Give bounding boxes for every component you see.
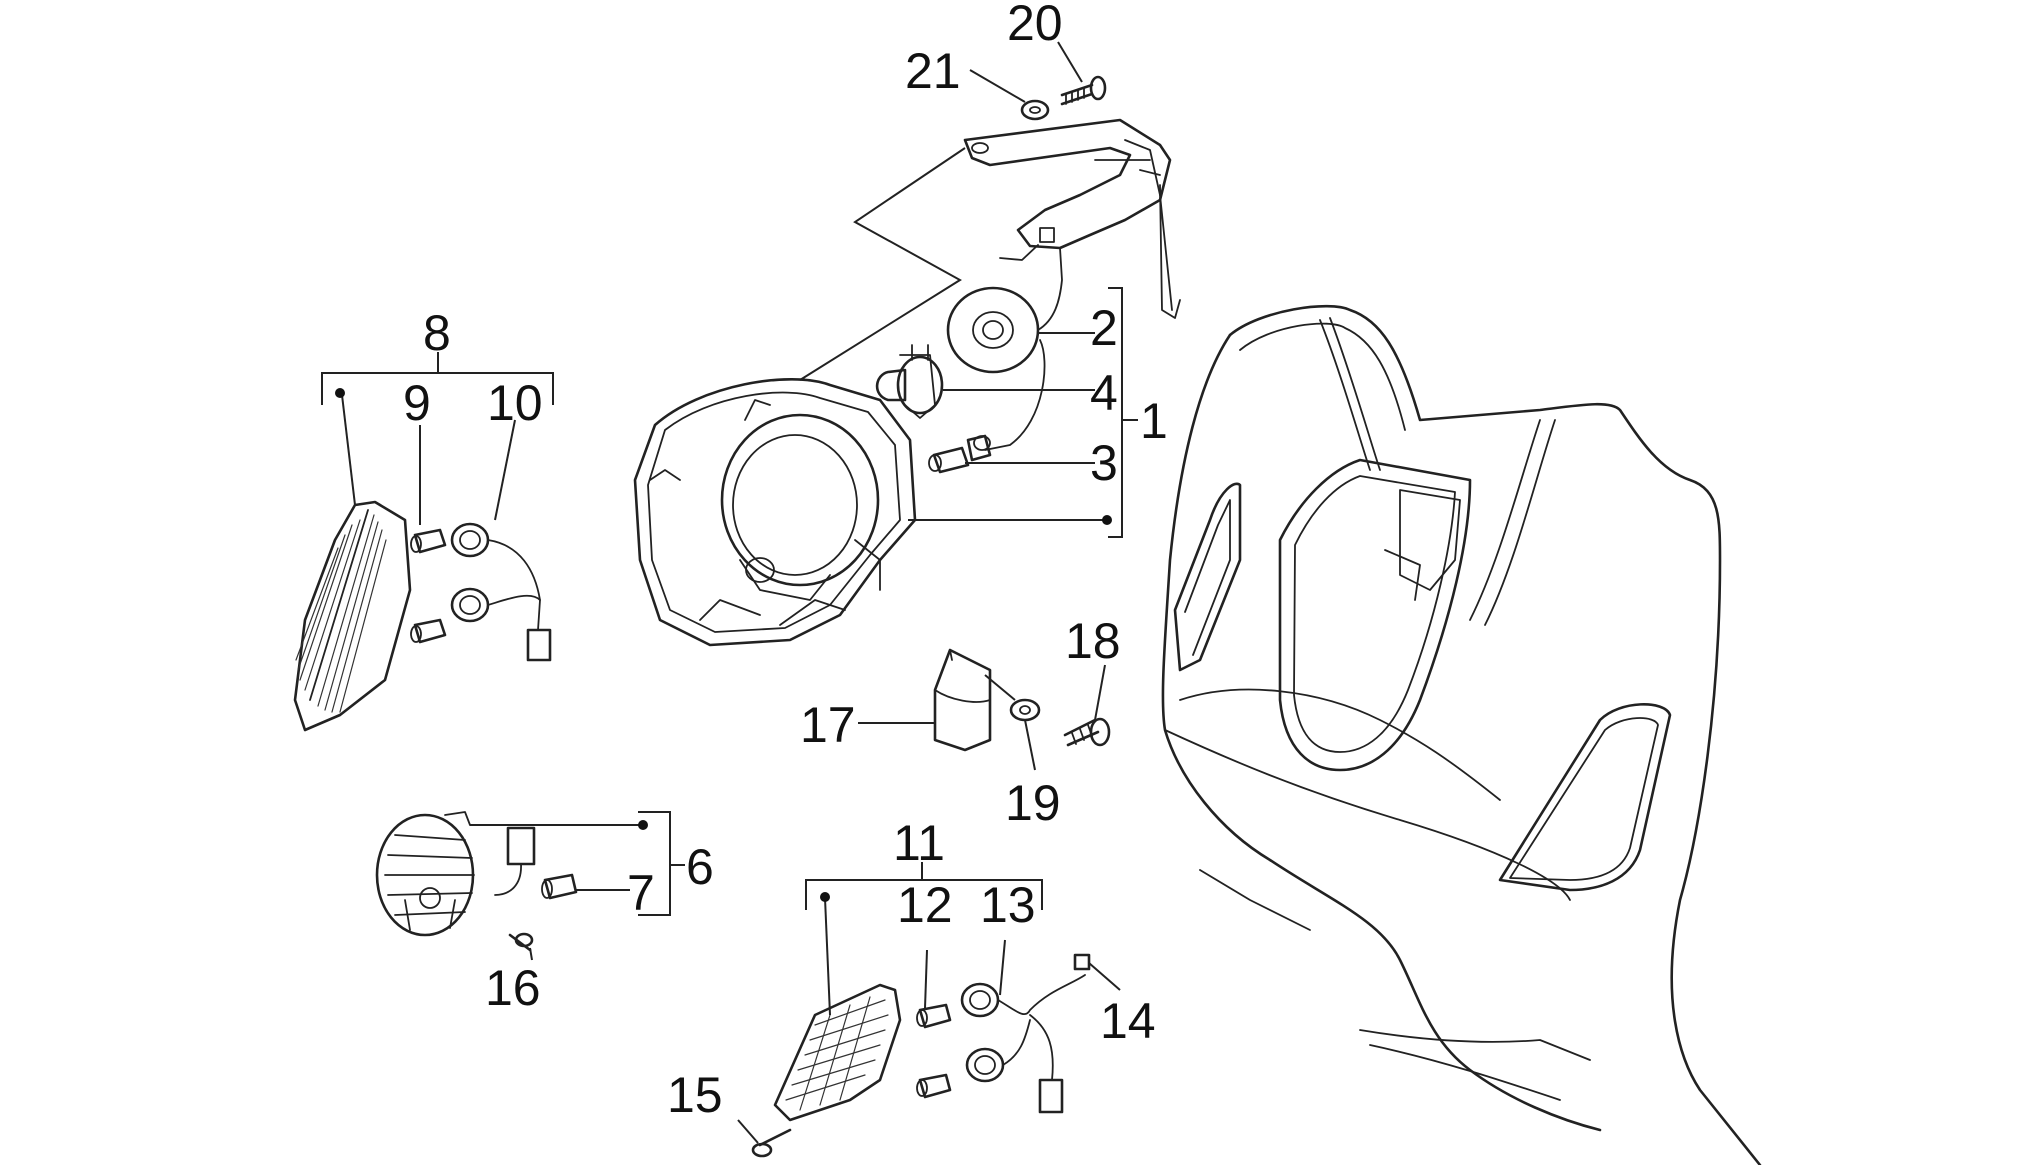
callout-2: 2 (1090, 300, 1118, 356)
washer-19 (1009, 698, 1041, 722)
callout-20: 20 (1007, 0, 1063, 51)
connector-14 (1073, 953, 1091, 971)
callout-7: 7 (627, 865, 655, 921)
callout-15: 15 (667, 1067, 723, 1123)
callout-1: 1 (1140, 393, 1168, 449)
callout-8: 8 (423, 305, 451, 361)
front-indicator-bulbs (916, 1003, 952, 1099)
left-indicator-harness (450, 522, 552, 662)
headlight-bracket (963, 118, 1181, 319)
headlight-housing (633, 378, 917, 647)
callout-16: 16 (485, 960, 541, 1016)
callout-21: 21 (905, 43, 961, 99)
headlight-bulb (875, 344, 944, 419)
screw-16 (508, 932, 534, 952)
rear-lamp (375, 811, 536, 937)
front-shield-body (1161, 304, 1762, 1165)
screw-18 (1063, 717, 1111, 747)
callout-17: 17 (800, 697, 856, 753)
callout-9: 9 (403, 375, 431, 431)
rear-lamp-bulb (541, 873, 578, 900)
callout-13: 13 (980, 877, 1036, 933)
left-indicator-bulbs (410, 528, 447, 644)
callout-19: 19 (1005, 775, 1061, 831)
callout-11: 11 (893, 815, 945, 871)
bulb-cap (946, 247, 1063, 451)
left-indicator-lens (293, 500, 412, 732)
callout-10: 10 (487, 375, 543, 431)
screw-15 (751, 1128, 792, 1158)
front-indicator-lens (773, 983, 902, 1122)
screw-20 (1060, 75, 1107, 106)
callout-3: 3 (1090, 435, 1118, 491)
callout-4: 4 (1090, 365, 1118, 421)
callout-6: 6 (686, 839, 714, 895)
callout-labels: 1 2 3 4 6 7 8 9 10 11 12 13 14 15 16 17 … (403, 0, 1168, 1123)
callout-14: 14 (1100, 993, 1156, 1049)
callout-12: 12 (897, 877, 953, 933)
clip-17 (933, 648, 992, 752)
front-indicator-harness (960, 974, 1086, 1114)
callout-18: 18 (1065, 613, 1121, 669)
position-bulb (928, 434, 992, 474)
washer-21 (1020, 99, 1050, 121)
